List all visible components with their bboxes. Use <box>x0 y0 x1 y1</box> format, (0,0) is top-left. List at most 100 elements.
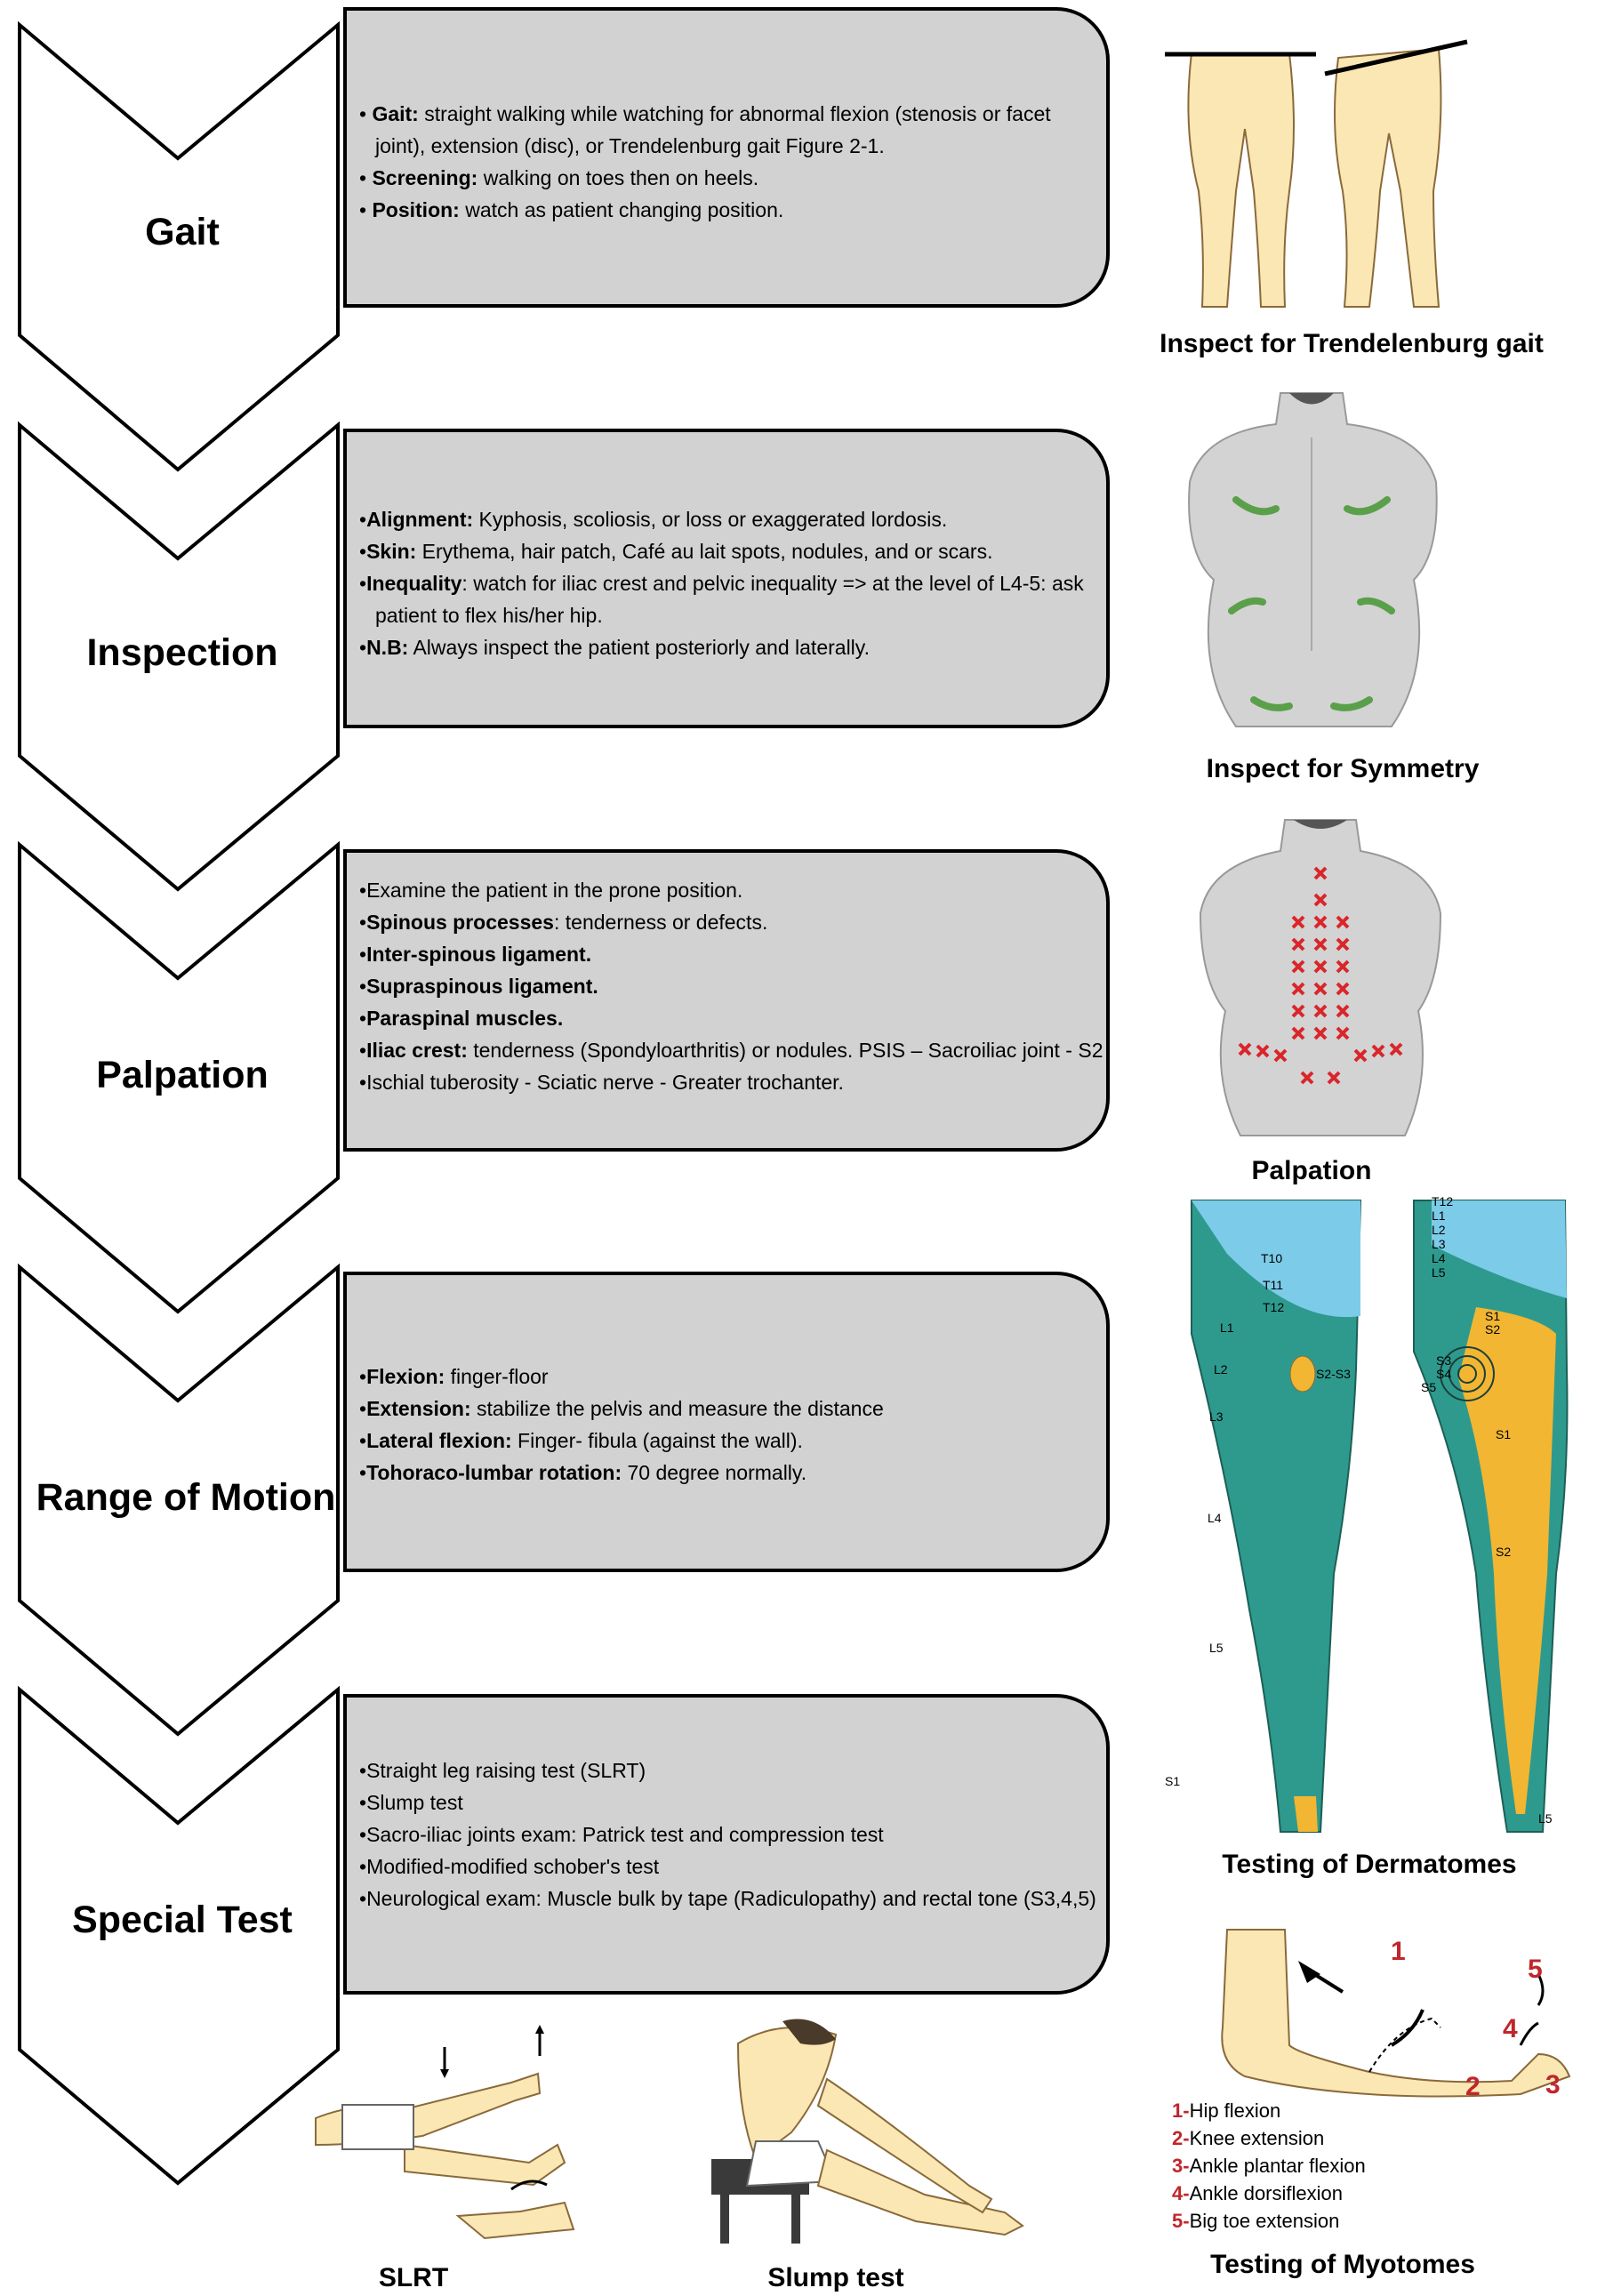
trendelenburg-gait-illustration <box>1165 39 1468 308</box>
list-item: •Inequality: watch for iliac crest and p… <box>359 572 1084 627</box>
myotome-number-3: 3 <box>1545 2070 1561 2099</box>
list-item: • Screening: walking on toes then on hee… <box>359 166 759 189</box>
dermatome-label: L5 <box>1432 1265 1446 1280</box>
list-item: •N.B: Always inspect the patient posteri… <box>359 636 870 659</box>
palpation-marker-icon <box>1336 1026 1350 1040</box>
list-item: •Extension: stabilize the pelvis and mea… <box>359 1397 884 1420</box>
dermatome-label: S1 <box>1496 1427 1511 1441</box>
dermatome-label: S5 <box>1421 1380 1436 1394</box>
palpation-marker-icon <box>1313 893 1328 907</box>
list-item: •Inter-spinous ligament. <box>359 943 592 966</box>
list-item: •Spinous processes: tenderness or defect… <box>359 911 768 934</box>
dermatome-label: S3 <box>1436 1353 1451 1368</box>
legend-item: 5-Big toe extension <box>1172 2210 1340 2232</box>
palpation-marker-icon <box>1313 915 1328 929</box>
dermatomes-illustration: T10T11T12L1L2L3L4L5S1S2-S3T12L1L2L3L4L5S… <box>1165 1194 1569 1833</box>
palpation-marker-icon <box>1313 1026 1328 1040</box>
myotome-number-5: 5 <box>1528 1955 1543 1984</box>
myotomes-illustration <box>1221 1929 1571 2098</box>
palpation-box: •Examine the patient in the prone positi… <box>343 849 1110 1152</box>
stage-title-gait: Gait <box>145 211 220 253</box>
myotome-legend: 1-Hip flexion 2-Knee extension 3-Ankle p… <box>1172 2097 1366 2235</box>
palpation-marker-icon <box>1336 959 1350 974</box>
front-leg <box>1191 1200 1362 1833</box>
myotome-number-4: 4 <box>1503 2014 1518 2043</box>
palpation-marker-icon <box>1313 982 1328 996</box>
list-item: •Modified-modified schober's test <box>359 1855 660 1878</box>
myotome-number-2: 2 <box>1465 2072 1481 2101</box>
palpation-marker-icon <box>1336 915 1350 929</box>
dermatome-label: T12 <box>1432 1194 1453 1208</box>
chevron-inspection <box>18 421 340 892</box>
myotome-number-1: 1 <box>1391 1937 1406 1966</box>
legend-item: 4-Ankle dorsiflexion <box>1172 2182 1343 2204</box>
caption-palpation: Palpation <box>1251 1156 1372 1185</box>
list-item: •Straight leg raising test (SLRT) <box>359 1759 646 1782</box>
dermatome-label: T11 <box>1263 1278 1283 1292</box>
dermatome-label: L4 <box>1432 1251 1446 1265</box>
caption-symmetry: Inspect for Symmetry <box>1206 754 1480 783</box>
list-item: •Paraspinal muscles. <box>359 1007 564 1030</box>
palpation-marker-icon <box>1336 982 1350 996</box>
list-item: • Gait: straight walking while watching … <box>359 102 1051 157</box>
caption-trendelenburg: Inspect for Trendelenburg gait <box>1160 329 1544 358</box>
dermatome-label: T12 <box>1263 1300 1284 1314</box>
dermatome-label: S2-S3 <box>1316 1367 1351 1381</box>
list-item: •Supraspinous ligament. <box>359 975 598 998</box>
range-of-motion-box: •Flexion: finger-floor •Extension: stabi… <box>343 1272 1110 1572</box>
dermatome-label: L5 <box>1209 1641 1224 1655</box>
palpation-marker-icon <box>1313 959 1328 974</box>
slrt-illustration <box>315 2025 575 2240</box>
stage-title-palpation: Palpation <box>96 1054 269 1096</box>
palpation-marker-icon <box>1291 915 1305 929</box>
list-item: •Flexion: finger-floor <box>359 1365 549 1388</box>
dermatome-label: L3 <box>1432 1237 1446 1251</box>
palpation-marker-icon <box>1371 1044 1385 1058</box>
palpation-marker-icon <box>1336 937 1350 951</box>
list-item: •Neurological exam: Muscle bulk by tape … <box>359 1887 1096 1910</box>
palpation-marker-icon <box>1291 1026 1305 1040</box>
chevron-gait <box>18 20 340 472</box>
palpation-marker-icon <box>1291 937 1305 951</box>
dermatome-label: S1 <box>1165 1774 1180 1788</box>
dermatome-label: S4 <box>1436 1367 1451 1381</box>
dermatome-label: L3 <box>1209 1409 1224 1424</box>
palpation-marker-icon <box>1313 937 1328 951</box>
list-item: •Skin: Erythema, hair patch, Café au lai… <box>359 540 993 563</box>
special-test-box: •Straight leg raising test (SLRT) •Slump… <box>343 1694 1110 1995</box>
symmetry-back-illustration <box>1188 392 1438 727</box>
list-item: •Slump test <box>359 1791 463 1814</box>
palpation-marker-icon <box>1313 1004 1328 1018</box>
caption-myotomes: Testing of Myotomes <box>1210 2250 1475 2279</box>
list-item: •Sacro-iliac joints exam: Patrick test a… <box>359 1823 884 1846</box>
palpation-marker-icon <box>1389 1042 1403 1056</box>
list-item: •Ischial tuberosity - Sciatic nerve - Gr… <box>359 1071 844 1094</box>
palpation-marker-icon <box>1291 982 1305 996</box>
dermatome-label: L4 <box>1208 1511 1222 1525</box>
palpation-marker-icon <box>1300 1071 1314 1085</box>
legend-item: 2-Knee extension <box>1172 2127 1325 2149</box>
palpation-markers <box>1238 866 1403 1085</box>
dermatome-label: S2 <box>1496 1545 1511 1559</box>
dermatome-label: S2 <box>1485 1322 1500 1337</box>
list-item: •Iliac crest: tenderness (Spondyloarthri… <box>359 1039 1103 1062</box>
palpation-marker-icon <box>1256 1044 1270 1058</box>
dermatome-label: L2 <box>1214 1362 1228 1377</box>
list-item: • Position: watch as patient changing po… <box>359 198 784 221</box>
chevron-special-test <box>18 1685 340 2186</box>
palpation-marker-icon <box>1238 1042 1252 1056</box>
chevron-palpation <box>18 840 340 1314</box>
dermatome-label: S1 <box>1485 1309 1500 1323</box>
list-item: •Examine the patient in the prone positi… <box>359 879 743 902</box>
palpation-marker-icon <box>1273 1048 1288 1063</box>
palpation-marker-icon <box>1327 1071 1341 1085</box>
palpation-marker-icon <box>1291 1004 1305 1018</box>
palpation-marker-icon <box>1313 866 1328 880</box>
flow-chevrons <box>18 20 340 2186</box>
stage-title-inspection: Inspection <box>86 631 278 674</box>
dermatome-label: L5 <box>1538 1811 1553 1826</box>
palpation-back-illustration <box>1199 819 1442 1136</box>
list-item: •Alignment: Kyphosis, scoliosis, or loss… <box>359 508 948 531</box>
palpation-marker-icon <box>1353 1048 1368 1063</box>
caption-slrt: SLRT <box>378 2263 449 2292</box>
